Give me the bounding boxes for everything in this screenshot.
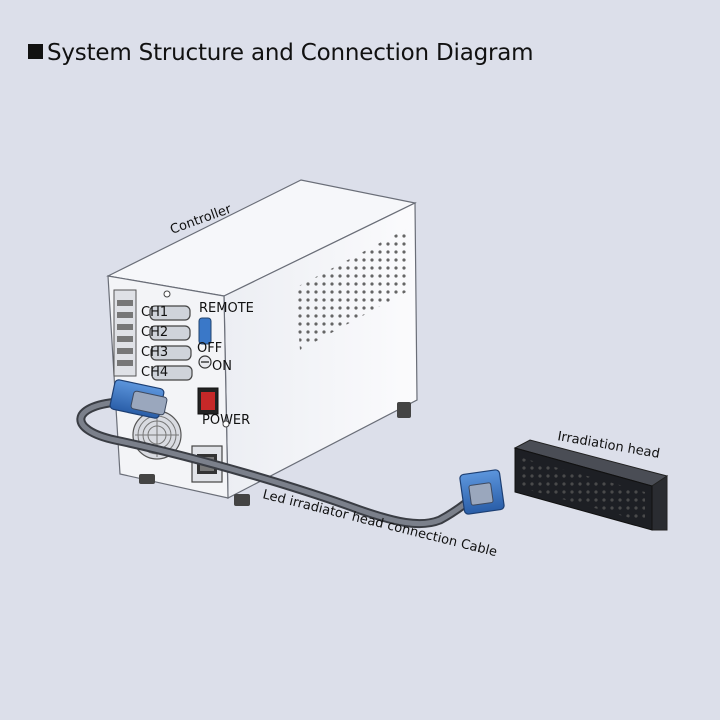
ch1-label: CH1 — [141, 305, 168, 320]
cable-plug-controller — [109, 379, 168, 419]
foot — [139, 474, 155, 484]
switch-off-label: OFF — [197, 341, 222, 356]
power-label: POWER — [202, 413, 250, 428]
controller: CH1 CH2 CH3 CH4 REMOTE OFF ON — [106, 179, 418, 506]
irradiation-head — [513, 439, 669, 531]
head-side — [651, 475, 668, 531]
page-title-text: System Structure and Connection Diagram — [47, 40, 534, 66]
dsub-connector-ch3: CH3 — [141, 345, 192, 361]
led-array — [522, 458, 645, 522]
switch-on-label: ON — [212, 359, 232, 374]
ch2-label: CH2 — [141, 325, 168, 340]
remote-port: REMOTE — [198, 301, 254, 345]
foot — [234, 494, 250, 506]
remote-label: REMOTE — [199, 301, 254, 316]
page-title: System Structure and Connection Diagram — [28, 40, 534, 66]
foot — [397, 402, 411, 418]
dsub-connector-ch4: CH4 — [141, 365, 193, 381]
cable-plug-head — [459, 469, 505, 515]
vent-holes — [295, 228, 410, 350]
power-switch: POWER — [197, 387, 250, 428]
screw — [163, 290, 171, 298]
connection-cable — [76, 397, 475, 529]
dsub-connector-ch1: CH1 — [141, 305, 191, 321]
dsub-connector-ch2: CH2 — [141, 325, 191, 341]
ch3-label: CH3 — [141, 345, 168, 360]
screw — [222, 420, 230, 428]
ch4-label: CH4 — [141, 365, 168, 380]
terminal-block — [113, 289, 137, 377]
key-switch: OFF ON — [197, 341, 232, 374]
square-bullet-icon — [28, 44, 43, 59]
